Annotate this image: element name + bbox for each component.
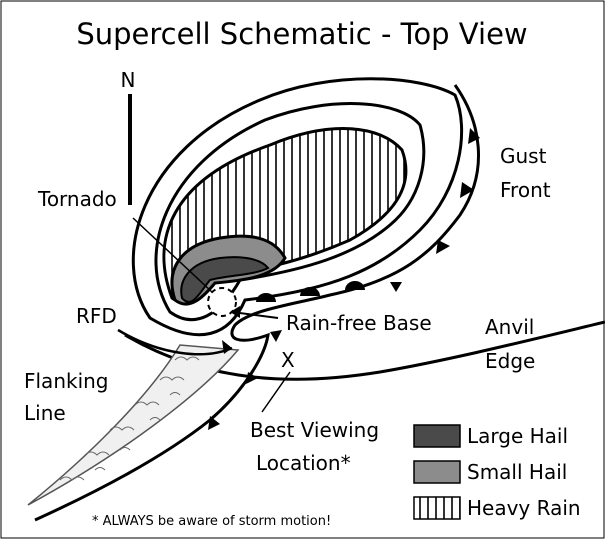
flanking-label-2: Line (24, 401, 66, 425)
rfd-label: RFD (76, 304, 117, 328)
rain-free-base-label: Rain-free Base (286, 311, 432, 335)
north-label: N (121, 68, 136, 92)
legend-label-heavy-rain: Heavy Rain (467, 496, 581, 520)
gust-label-2: Front (500, 178, 551, 202)
best-view-label-1: Best Viewing (250, 418, 379, 442)
diagram-title: Supercell Schematic - Top View (76, 17, 527, 51)
flanking-label-1: Flanking (24, 369, 109, 393)
legend-swatch-large-hail (414, 425, 460, 447)
legend: Large Hail Small Hail Heavy Rain (414, 424, 581, 520)
anvil-label-2: Edge (485, 349, 535, 373)
legend-label-small-hail: Small Hail (467, 460, 567, 484)
footnote: * ALWAYS be aware of storm motion! (92, 514, 331, 529)
north-arrow: N (121, 68, 136, 205)
tornado-label: Tornado (37, 187, 117, 211)
best-view-label-2: Location* (256, 451, 351, 475)
legend-swatch-small-hail (414, 461, 460, 483)
legend-swatch-heavy-rain (414, 497, 460, 519)
legend-label-large-hail: Large Hail (467, 424, 568, 448)
gust-label-1: Gust (500, 144, 547, 168)
anvil-label-1: Anvil (485, 315, 534, 339)
best-view-marker: X (281, 348, 295, 372)
